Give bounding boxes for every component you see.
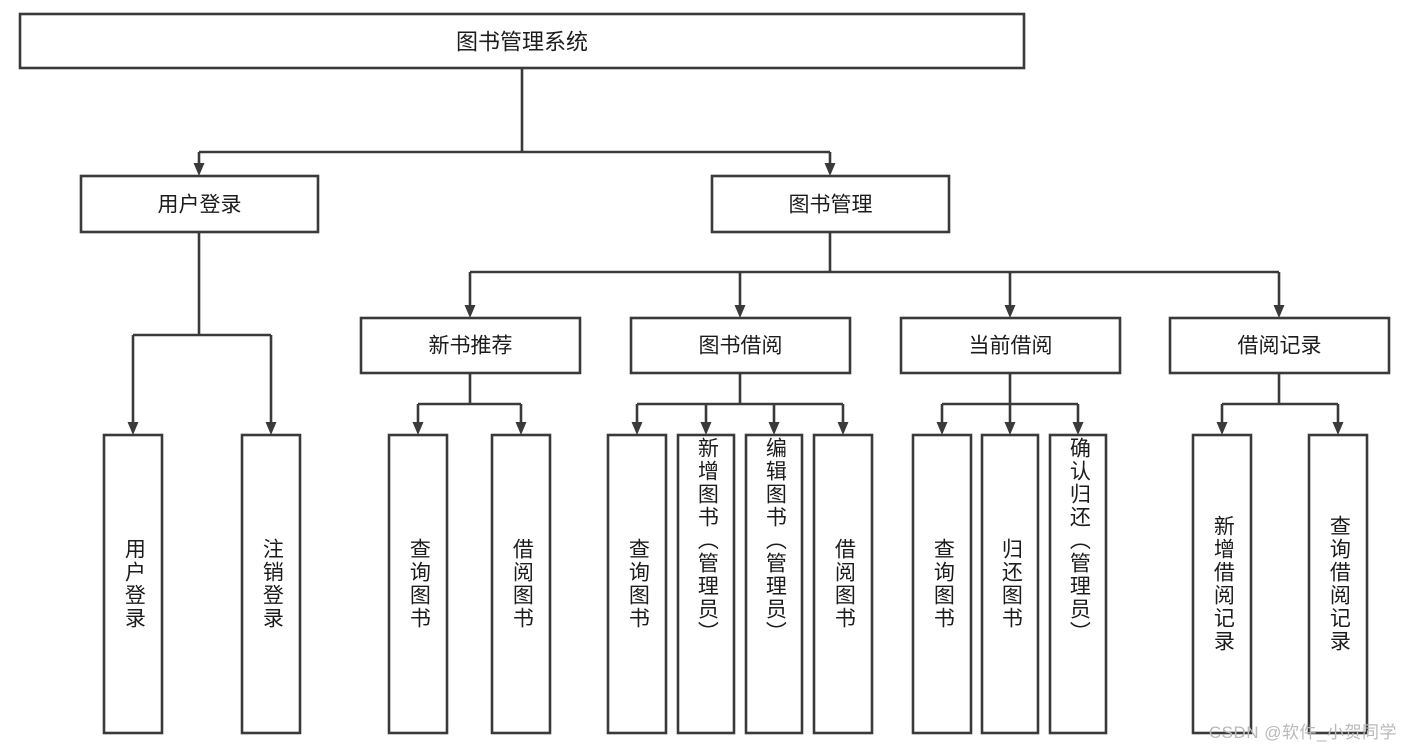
node-user-login-box[interactable] — [79, 174, 320, 234]
arrowhead-leaf-query-book-3 — [936, 422, 948, 435]
arrowhead-leaf-query-book-1 — [412, 422, 424, 435]
node-leaf-confirm-return-box[interactable] — [1048, 433, 1108, 735]
node-borrow-record[interactable]: 借阅记录 — [1168, 316, 1391, 375]
node-leaf-user-logout-box[interactable] — [240, 433, 302, 735]
arrowhead-book-manage — [824, 163, 836, 176]
node-leaf-borrow-book-1-box[interactable] — [490, 433, 552, 735]
arrowhead-leaf-edit-book — [768, 422, 780, 435]
connector-group-book-borrow — [631, 373, 849, 435]
node-book-borrow-label: 图书借阅 — [699, 335, 783, 358]
node-book-manage-label: 图书管理 — [789, 194, 873, 217]
node-user-login[interactable]: 用户登录 — [79, 174, 320, 234]
connector-group-new-book-recommend — [412, 373, 527, 435]
node-leaf-add-book-box[interactable] — [676, 433, 736, 735]
arrowhead-leaf-query-book-2 — [631, 422, 643, 435]
arrowhead-leaf-borrow-book-2 — [837, 422, 849, 435]
node-current-borrow-label: 当前借阅 — [969, 335, 1053, 358]
arrowhead-book-borrow — [734, 305, 746, 318]
node-leaf-query-book-1-box[interactable] — [387, 433, 449, 735]
node-leaf-borrow-book-2-box[interactable] — [812, 433, 874, 735]
arrowhead-new-book-recommend — [464, 305, 476, 318]
node-borrow-record-label: 借阅记录 — [1238, 335, 1322, 358]
arrowhead-user-login — [193, 163, 205, 176]
node-new-book-recommend-box[interactable] — [359, 316, 582, 375]
connector-group-borrow-record — [1216, 373, 1344, 435]
arrowhead-leaf-add-record — [1216, 422, 1228, 435]
arrowhead-leaf-query-record — [1332, 422, 1344, 435]
csdn-watermark: CSDN @软件_小贺同学 — [1208, 723, 1397, 742]
node-book-borrow[interactable]: 图书借阅 — [629, 316, 852, 375]
node-root-box[interactable] — [18, 12, 1026, 70]
connector-group-user-login — [127, 232, 277, 435]
node-book-manage-box[interactable] — [710, 174, 951, 234]
node-book-borrow-box[interactable] — [629, 316, 852, 375]
arrowhead-borrow-record — [1273, 305, 1285, 318]
node-leaf-user-login-box[interactable] — [102, 433, 164, 735]
node-leaf-add-record-box[interactable] — [1191, 433, 1253, 735]
arrowhead-leaf-add-book — [700, 422, 712, 435]
arrowhead-leaf-user-login — [127, 422, 139, 435]
node-root-label: 图书管理系统 — [456, 30, 588, 55]
node-current-borrow-box[interactable] — [899, 316, 1122, 375]
node-leaf-query-book-2-box[interactable] — [606, 433, 668, 735]
node-current-borrow[interactable]: 当前借阅 — [899, 316, 1122, 375]
node-new-book-recommend[interactable]: 新书推荐 — [359, 316, 582, 375]
connector-group-current-borrow — [936, 373, 1084, 435]
arrowhead-leaf-confirm-return — [1072, 422, 1084, 435]
node-book-manage[interactable]: 图书管理 — [710, 174, 951, 234]
node-leaf-query-book-3-box[interactable] — [911, 433, 973, 735]
node-new-book-recommend-label: 新书推荐 — [429, 335, 513, 358]
connector-group-book-manage — [464, 232, 1285, 318]
arrowhead-leaf-borrow-book-1 — [515, 422, 527, 435]
node-borrow-record-box[interactable] — [1168, 316, 1391, 375]
node-user-login-label: 用户登录 — [158, 194, 242, 217]
arrowhead-leaf-user-logout — [265, 422, 277, 435]
connector-group-root — [193, 68, 836, 176]
node-root[interactable]: 图书管理系统 — [18, 12, 1026, 70]
arrowhead-current-borrow — [1004, 305, 1016, 318]
node-leaf-return-book-box[interactable] — [980, 433, 1040, 735]
node-leaf-edit-book-box[interactable] — [744, 433, 804, 735]
arrowhead-leaf-return-book — [1004, 422, 1016, 435]
node-leaf-query-record-box[interactable] — [1307, 433, 1369, 735]
